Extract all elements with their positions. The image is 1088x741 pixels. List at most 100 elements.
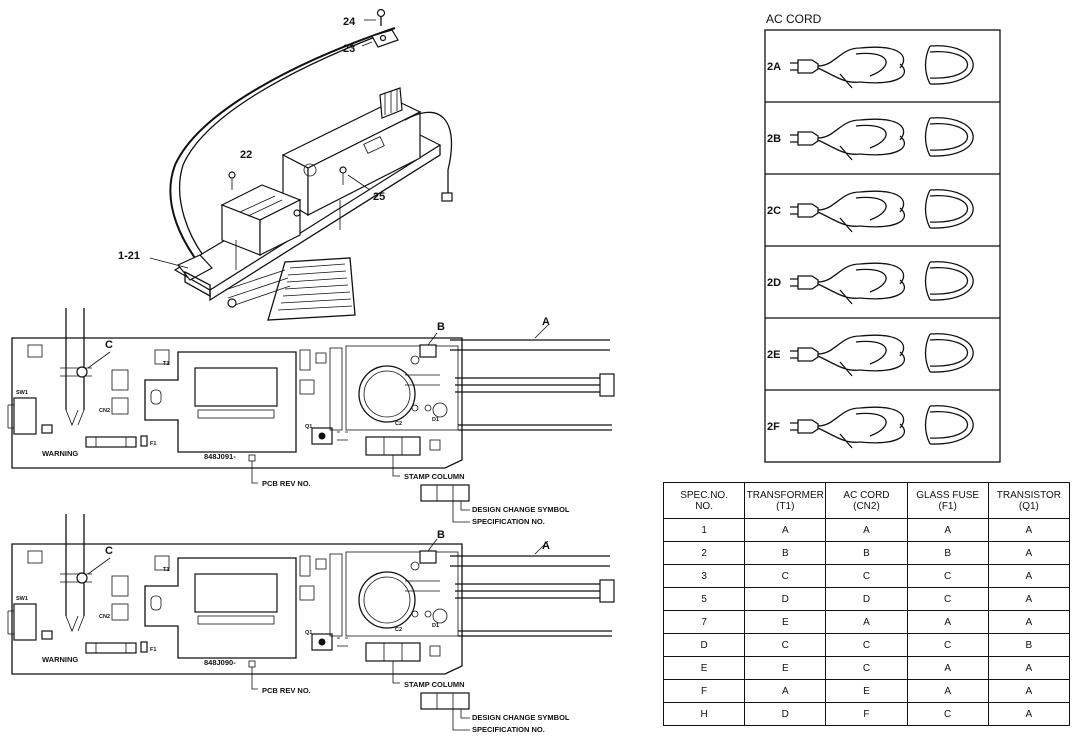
spec-table: SPEC.NO.NO. TRANSFORMER(T1) AC CORD(CN2)… xyxy=(662,482,1071,726)
cord-label: 2B xyxy=(767,133,781,145)
table-cell: B xyxy=(987,633,1071,657)
pcb-board-1 xyxy=(7,308,615,469)
cord-label: 2C xyxy=(767,205,781,217)
table-cell: D xyxy=(825,587,908,611)
table-cell: H xyxy=(662,702,746,726)
table-cell: C xyxy=(906,564,989,588)
specification-no-label-2: SPECIFICATION NO. xyxy=(472,725,545,734)
table-cell: A xyxy=(906,679,989,703)
table-cell: 7 xyxy=(662,610,746,634)
table-cell: B xyxy=(825,541,908,565)
table-cell: A xyxy=(987,610,1071,634)
pcb-rev-no-label-2: PCB REV NO. xyxy=(262,686,311,695)
clamp-23 xyxy=(361,29,399,48)
ref-f1-2: F1 xyxy=(150,647,156,653)
ref-t1-2: T1 xyxy=(163,567,169,573)
callout-c-2: C xyxy=(105,545,113,557)
part-label-1-21: 1-21 xyxy=(118,250,140,262)
callout-a-2: A xyxy=(542,540,550,552)
cord-row: 2D xyxy=(767,261,974,305)
ac-cord-illustration xyxy=(790,333,974,377)
table-cell: C xyxy=(906,587,989,611)
stamp-boxes-1 xyxy=(420,484,470,502)
callout-b-2: B xyxy=(437,529,445,541)
exploded-view xyxy=(149,8,453,321)
table-cell: A xyxy=(744,518,827,542)
cord-label: 2E xyxy=(767,349,780,361)
stamp-column-label-2: STAMP COLUMN xyxy=(404,680,465,689)
pcb-rev-no-label-1: PCB REV NO. xyxy=(262,479,311,488)
transformer-exploded xyxy=(220,184,302,256)
header-glass-fuse: GLASS FUSE(F1) xyxy=(906,482,989,519)
table-cell: D xyxy=(744,587,827,611)
table-cell: A xyxy=(987,702,1071,726)
cord-row: 2E xyxy=(767,333,974,377)
header-transistor: TRANSISTOR(Q1) xyxy=(987,482,1071,519)
cord-row: 2C xyxy=(767,189,974,233)
table-cell: 1 xyxy=(662,518,746,542)
table-cell: A xyxy=(744,679,827,703)
ref-sw1-2: SW1 xyxy=(16,596,28,602)
ref-sw1-1: SW1 xyxy=(16,390,28,396)
table-cell: E xyxy=(825,679,908,703)
ref-q1-1: Q1 xyxy=(305,424,312,430)
table-cell: C xyxy=(906,633,989,657)
header-spec-no: SPEC.NO.NO. xyxy=(662,482,746,519)
part-label-23: 23 xyxy=(343,43,355,55)
table-cell: D xyxy=(744,702,827,726)
callout-c-1: C xyxy=(105,339,113,351)
ac-cord-illustration xyxy=(790,189,974,233)
table-cell: C xyxy=(825,656,908,680)
table-cell: B xyxy=(744,541,827,565)
table-cell: 2 xyxy=(662,541,746,565)
table-cell: A xyxy=(825,518,908,542)
table-cell: F xyxy=(825,702,908,726)
table-cell: A xyxy=(987,518,1071,542)
cord-row: 2F xyxy=(767,405,974,449)
ref-c2-2: C2 xyxy=(395,627,402,633)
part-label-24: 24 xyxy=(343,16,356,28)
ref-c2-1: C2 xyxy=(395,421,402,427)
header-transformer: TRANSFORMER(T1) xyxy=(744,482,827,519)
warning-label-2: WARNING xyxy=(42,655,78,664)
table-cell: A xyxy=(825,610,908,634)
heat-sink xyxy=(224,257,356,321)
table-cell: D xyxy=(662,633,746,657)
part-label-22: 22 xyxy=(240,149,252,161)
callout-b-1: B xyxy=(437,321,445,333)
stamp-boxes-2 xyxy=(420,692,470,710)
screw-24 xyxy=(364,8,386,26)
ref-cn2-1: CN2 xyxy=(99,408,110,414)
callout-a-1: A xyxy=(542,316,550,328)
cord-row: 2A xyxy=(767,45,974,89)
design-change-symbol-label-2: DESIGN CHANGE SYMBOL xyxy=(472,713,570,722)
ref-q1-2: Q1 xyxy=(305,630,312,636)
table-header-row: SPEC.NO.NO. TRANSFORMER(T1) AC CORD(CN2)… xyxy=(662,482,1071,519)
ac-cord-illustration xyxy=(790,261,974,305)
cord-rows: 2A 2B 2C 2D 2E 2F xyxy=(767,45,974,449)
ac-cord-illustration xyxy=(790,405,974,449)
cord-row: 2B xyxy=(767,117,974,161)
board-code-2: 848J090- xyxy=(204,658,236,667)
table-cell: A xyxy=(906,610,989,634)
specification-no-label-1: SPECIFICATION NO. xyxy=(472,517,545,526)
table-cell: A xyxy=(987,541,1071,565)
table-cell: A xyxy=(987,656,1071,680)
table-cell: 5 xyxy=(662,587,746,611)
part-label-25: 25 xyxy=(373,191,385,203)
header-ac-cord: AC CORD(CN2) xyxy=(825,482,908,519)
table-cell: 3 xyxy=(662,564,746,588)
table-cell: A xyxy=(987,587,1071,611)
design-change-symbol-label-1: DESIGN CHANGE SYMBOL xyxy=(472,505,570,514)
board-code-1: 848J091- xyxy=(204,452,236,461)
ref-t1-1: T1 xyxy=(163,361,169,367)
table-cell: A xyxy=(906,656,989,680)
table-cell: F xyxy=(662,679,746,703)
